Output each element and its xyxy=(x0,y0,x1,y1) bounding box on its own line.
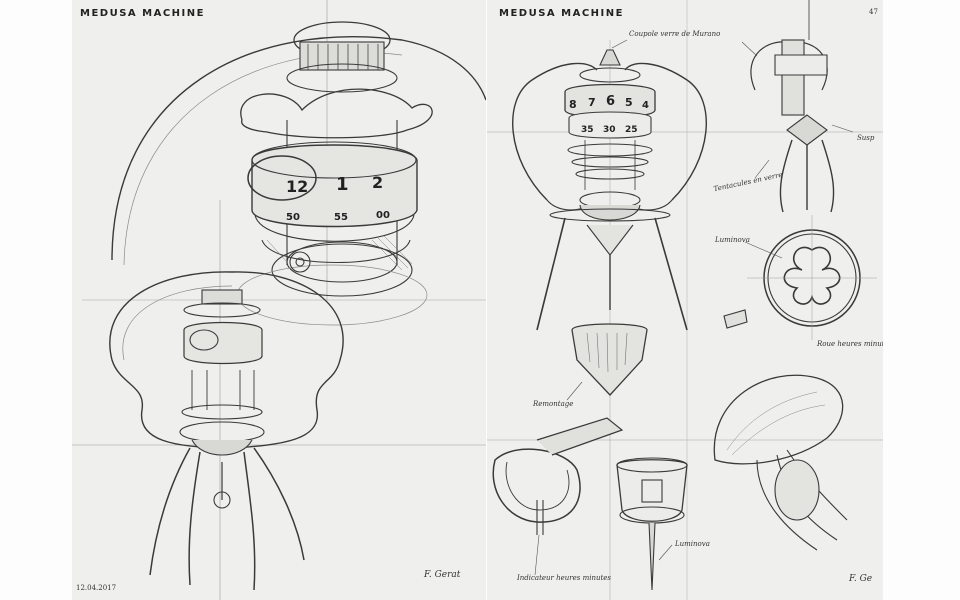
right-minute-25: 25 xyxy=(625,125,638,135)
right-sheet-page-number: 47 xyxy=(869,8,878,16)
right-hour-5: 5 xyxy=(625,96,633,109)
left-sketch-sheet: 12 1 2 50 55 00 MEDUSA MACHINE 12.04.201… xyxy=(72,0,486,600)
left-sketch-drawing: 12 1 2 50 55 00 xyxy=(72,0,486,600)
annotation-luminova-bottom: Luminova xyxy=(675,540,710,548)
annotation-indicator: Indicateur heures minutes xyxy=(517,574,612,582)
right-sketch-drawing: 8 7 6 5 4 35 30 25 xyxy=(487,0,883,600)
right-hour-8: 8 xyxy=(569,98,577,111)
left-dial-number-1: 12 xyxy=(286,177,308,196)
left-dial-minute-1: 50 xyxy=(286,212,300,223)
right-hour-4: 4 xyxy=(642,100,649,111)
annotation-remontage: Remontage xyxy=(533,400,574,408)
annotation-wheel: Roue heures minutes xyxy=(817,340,883,348)
right-hour-7: 7 xyxy=(588,96,596,109)
right-hour-6: 6 xyxy=(606,94,615,109)
annotation-suspension: Susp xyxy=(857,134,875,142)
right-sheet-title: MEDUSA MACHINE xyxy=(499,8,624,19)
right-sketch-sheet: 8 7 6 5 4 35 30 25 MEDUSA MACHINE 47 Cou… xyxy=(487,0,883,600)
left-sheet-title: MEDUSA MACHINE xyxy=(80,8,205,19)
left-dial-minute-3: 00 xyxy=(376,210,390,221)
left-sheet-date: 12.04.2017 xyxy=(76,584,117,592)
left-dial-number-3: 2 xyxy=(372,173,383,192)
annotation-cupola: Coupole verre de Murano xyxy=(629,30,721,38)
right-minute-30: 30 xyxy=(603,125,616,135)
right-minute-35: 35 xyxy=(581,125,594,135)
right-sheet-signature: F. Ge xyxy=(849,574,873,584)
left-dial-minute-2: 55 xyxy=(334,212,348,223)
left-dial-number-2: 1 xyxy=(336,174,349,195)
left-sheet-signature: F. Gerat xyxy=(424,570,461,580)
annotation-luminova-top: Luminova xyxy=(715,236,750,244)
